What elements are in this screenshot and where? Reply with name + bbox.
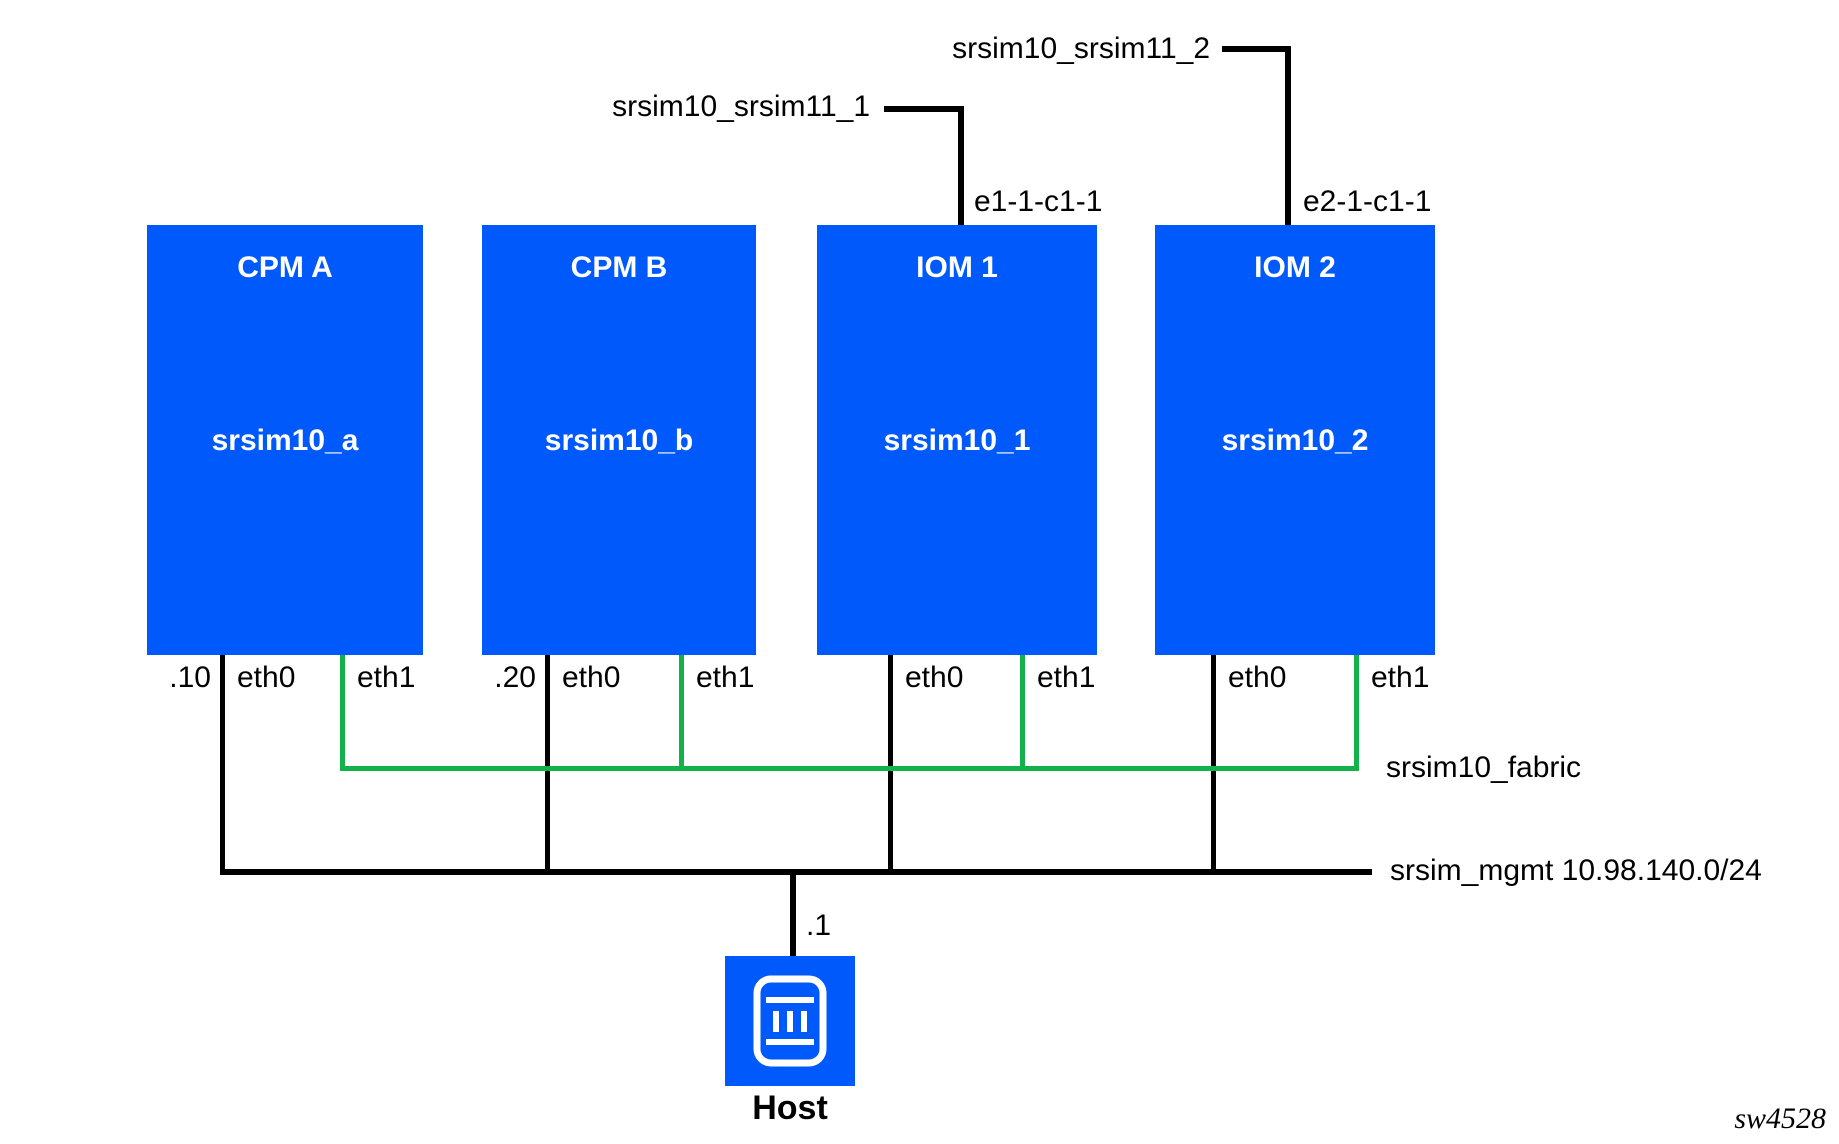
uplink-label-srsim10-srsim11-2: srsim10_srsim11_2: [952, 32, 1210, 65]
iom2-eth1-line: [1354, 655, 1359, 771]
node-title: CPM B: [570, 251, 668, 284]
uplink2-vertical-line: [1285, 46, 1291, 225]
node-cpm-a: CPM A srsim10_a: [147, 225, 423, 655]
node-iom-1: IOM 1 srsim10_1: [817, 225, 1097, 655]
port-label-iom1: e1-1-c1-1: [974, 185, 1103, 218]
uplink1-horizontal-line: [884, 106, 962, 112]
node-hostname: srsim10_a: [211, 424, 359, 457]
iom2-eth1-label: eth1: [1371, 661, 1430, 694]
node-hostname: srsim10_1: [883, 424, 1031, 457]
host-name-label: Host: [752, 1089, 828, 1127]
cpma-eth0-label: eth0: [237, 661, 296, 694]
fabric-bus-line: [340, 766, 1359, 771]
cpmb-eth1-line: [679, 655, 684, 771]
node-title: CPM A: [237, 251, 333, 284]
iom1-eth1-line: [1020, 655, 1025, 771]
host-mgmt-line: [790, 872, 796, 956]
cpmb-ip-label: .20: [494, 661, 536, 694]
cpma-ip-label: .10: [169, 661, 211, 694]
uplink2-horizontal-line: [1222, 46, 1288, 52]
iom1-eth0-label: eth0: [905, 661, 964, 694]
node-title: IOM 2: [1254, 251, 1336, 284]
host-ip-label: .1: [806, 909, 832, 942]
server-icon: [753, 975, 827, 1067]
cpmb-eth1-label: eth1: [696, 661, 755, 694]
node-hostname: srsim10_2: [1221, 424, 1369, 457]
iom1-eth0-line: [888, 655, 893, 875]
iom2-eth0-label: eth0: [1228, 661, 1287, 694]
iom1-eth1-label: eth1: [1037, 661, 1096, 694]
cpma-eth1-line: [340, 655, 345, 771]
fabric-network-label: srsim10_fabric: [1386, 751, 1582, 784]
host-node: [725, 956, 855, 1086]
cpma-eth1-label: eth1: [357, 661, 416, 694]
cpma-eth0-line: [220, 655, 225, 875]
mgmt-bus-line: [220, 869, 1372, 875]
uplink-label-srsim10-srsim11-1: srsim10_srsim11_1: [612, 90, 870, 123]
node-hostname: srsim10_b: [544, 424, 694, 457]
node-title: IOM 1: [916, 251, 998, 284]
node-iom-2: IOM 2 srsim10_2: [1155, 225, 1435, 655]
port-label-iom2: e2-1-c1-1: [1303, 185, 1432, 218]
mgmt-network-label: srsim_mgmt 10.98.140.0/24: [1390, 854, 1762, 887]
iom2-eth0-line: [1211, 655, 1216, 875]
cpmb-eth0-line: [545, 655, 550, 875]
uplink1-vertical-line: [958, 106, 964, 225]
cpmb-eth0-label: eth0: [562, 661, 621, 694]
figure-watermark: sw4528: [1734, 1102, 1826, 1135]
node-cpm-b: CPM B srsim10_b: [482, 225, 756, 655]
